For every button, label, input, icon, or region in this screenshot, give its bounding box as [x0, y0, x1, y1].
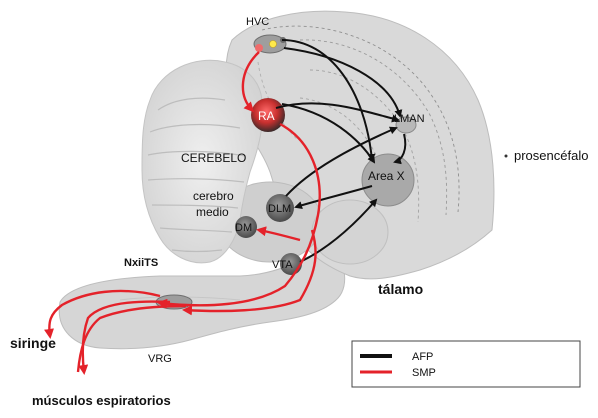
label-cerebro-medio-2: medio: [196, 205, 229, 219]
label-cerebelo: CEREBELO: [181, 151, 246, 165]
legend-smp-label: SMP: [412, 367, 436, 379]
ra-nucleus: [251, 98, 285, 132]
afp-pathway: [275, 39, 407, 263]
label-talamo: tálamo: [378, 281, 423, 297]
prosencefalo-pointer-dot: [504, 154, 508, 158]
label-musculos: músculos espiratorios: [32, 393, 171, 408]
hvc-nucleus: [253, 34, 287, 54]
legend-box: [351, 340, 581, 388]
label-dlm: DLM: [268, 203, 291, 215]
lman-nucleus: [395, 116, 417, 134]
label-hvc: HVC: [246, 16, 269, 28]
area-x-nucleus: [361, 153, 415, 207]
label-cerebro-medio-1: cerebro: [193, 189, 234, 203]
label-nxiits: NxiiTS: [124, 257, 158, 269]
cerebellum: [141, 59, 264, 264]
label-ra: RA: [258, 109, 275, 123]
legend-afp-label: AFP: [412, 351, 433, 363]
label-area-x: Area X: [368, 169, 405, 183]
dm-nucleus: [235, 216, 257, 238]
label-vta: VTA: [272, 259, 293, 271]
label-dm: DM: [235, 222, 252, 234]
label-lman: LMAN: [394, 113, 425, 125]
dlm-nucleus: [266, 194, 294, 222]
label-siringe: siringe: [10, 335, 56, 351]
smp-pathway: [44, 51, 321, 375]
label-vrg: VRG: [148, 353, 172, 365]
legend: AFP SMP: [351, 340, 581, 388]
label-prosencefalo: prosencéfalo: [514, 148, 588, 163]
brainstem-shape: [58, 247, 346, 350]
